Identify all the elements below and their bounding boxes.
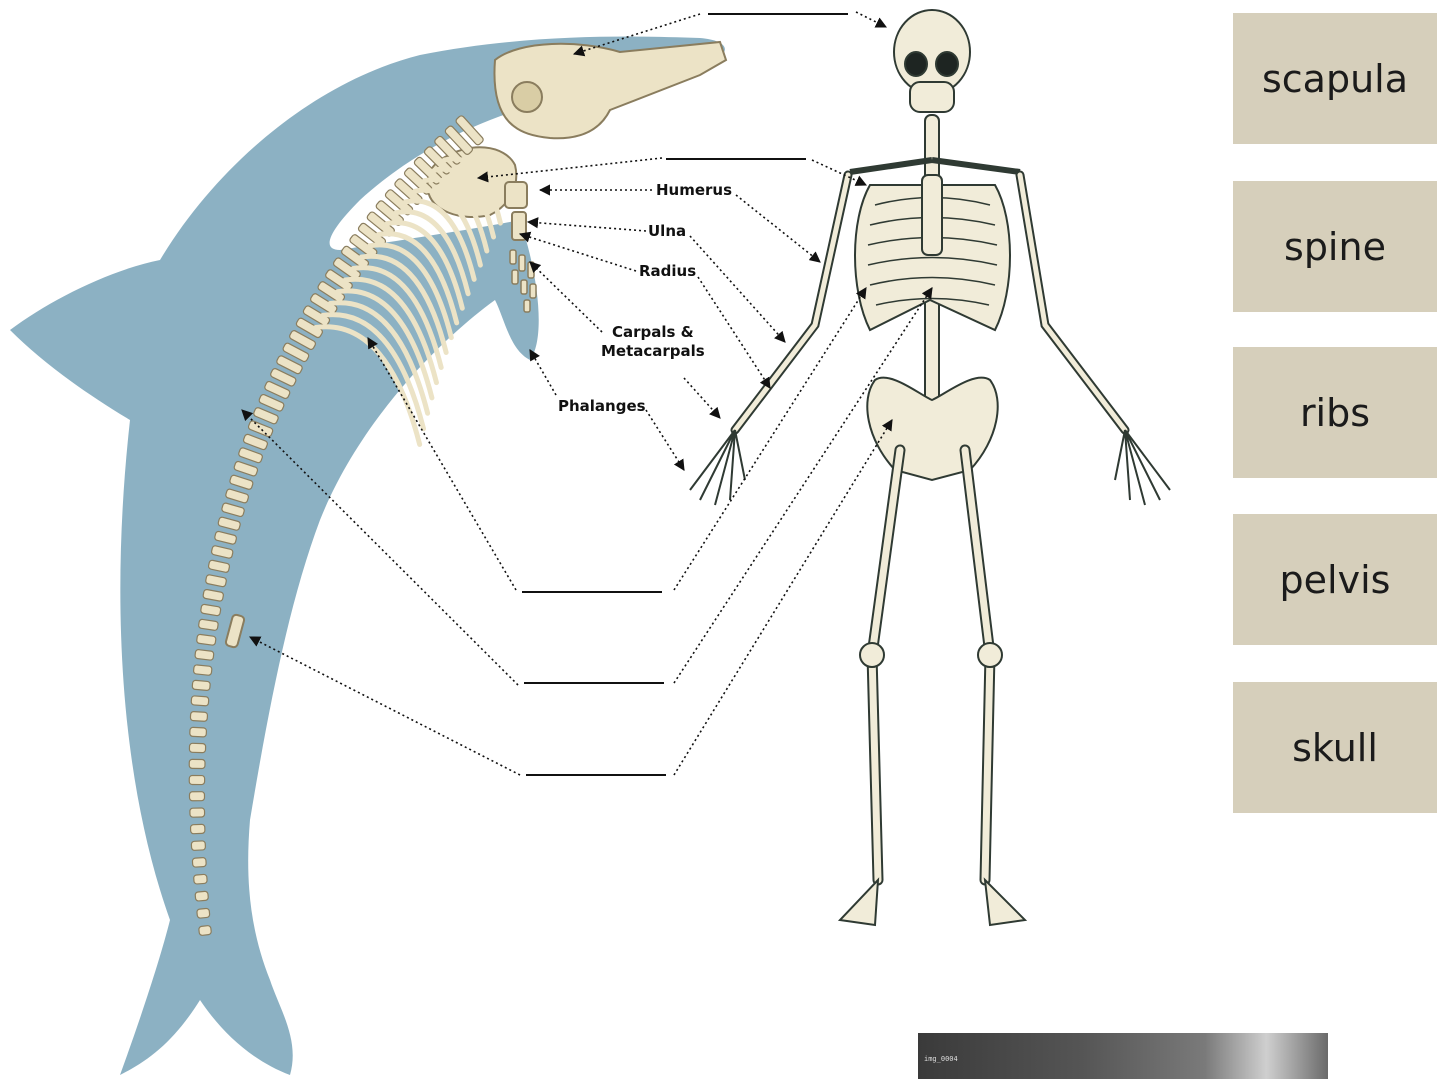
leader-human-carpals [684,378,720,418]
leader-human-pelvis [674,420,892,775]
xray-thumbnail[interactable]: img_0004 [918,1033,1328,1079]
dolphin-vertebra [190,824,205,833]
dolphin-vertebra [199,925,212,935]
dolphin-eye-orbit [512,82,542,112]
human-sternum [922,175,942,255]
dolphin-vertebra [193,665,212,676]
leader-human-radius [698,277,770,388]
label-carpals-metacarpals: Carpals & Metacarpals [601,323,705,361]
dolphin-vertebra [190,808,205,817]
label-ulna: Ulna [648,222,686,241]
leader-dolphin-phalanges [530,350,556,395]
dolphin-vertebra [194,874,208,884]
dolphin-vertebra [192,857,206,867]
dolphin-vertebra [191,696,209,706]
dolphin-vertebra [195,891,208,901]
dolphin-radius-ulna [512,212,526,240]
label-carpals-line1: Carpals & [601,323,705,342]
leader-human-skull [856,12,886,27]
dolphin-vertebra [196,634,216,645]
word-tile-scapula[interactable]: scapula [1233,13,1437,144]
leader-dolphin-ulna [528,222,646,231]
label-radius: Radius [639,262,696,281]
dolphin-vertebra [192,680,210,691]
dolphin-body [10,37,725,1075]
word-tile-spine[interactable]: spine [1233,181,1437,312]
leader-dolphin-pelvis [250,637,520,775]
human-left-knee [860,643,884,667]
dolphin-vertebra [190,711,207,721]
human-left-arm [735,175,848,430]
leader-dolphin-carpals [530,262,602,332]
label-humerus: Humerus [656,181,732,200]
dolphin-vertebra [189,792,204,801]
dolphin-vertebra [189,775,204,784]
dolphin-humerus [505,182,527,208]
word-tile-skull[interactable]: skull [1233,682,1437,813]
dolphin-vertebra [197,908,210,918]
dolphin-vertebra [190,727,207,737]
dolphin-vertebra [195,649,214,660]
leader-human-humerus [736,195,820,262]
dolphin-vertebra [191,841,205,851]
word-tile-ribs[interactable]: ribs [1233,347,1437,478]
human-right-knee [978,643,1002,667]
human-skeleton [690,10,1170,925]
dolphin-illustration [10,37,726,1075]
leader-dolphin-radius [520,234,636,271]
human-right-arm [1020,175,1125,430]
human-jaw [910,82,954,112]
label-phalanges: Phalanges [558,397,646,416]
xray-caption: img_0004 [924,1055,958,1063]
leader-human-phalanges [646,410,684,470]
human-feet [840,880,1025,925]
word-tile-pelvis[interactable]: pelvis [1233,514,1437,645]
dolphin-vertebra [189,743,205,753]
dolphin-vertebra [189,759,205,768]
label-carpals-line2: Metacarpals [601,342,705,361]
